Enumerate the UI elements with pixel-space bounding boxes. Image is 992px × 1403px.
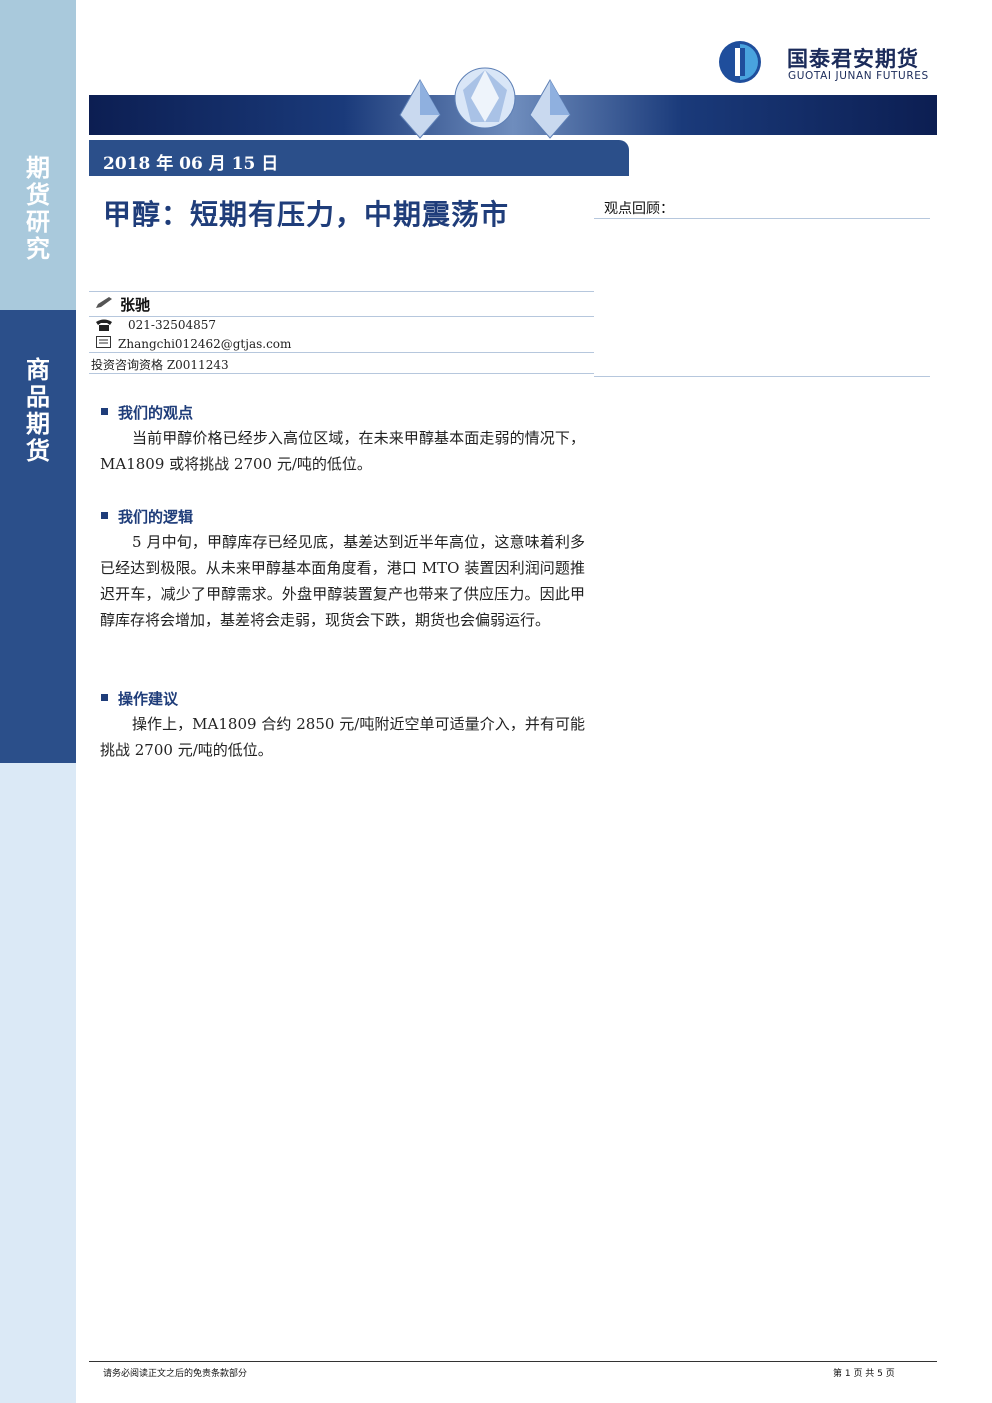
section-heading-logic: 我们的逻辑 [101, 506, 193, 527]
review-divider [594, 218, 930, 219]
logo-text-cn: 国泰君安期货 [787, 47, 919, 71]
sidebar-label-futures-research: 期货研究 [26, 154, 50, 263]
author-phone: 021-32504857 [128, 318, 217, 332]
mail-icon [96, 336, 111, 348]
sidebar-mid-panel [0, 310, 76, 763]
section-text-logic: 5 月中旬，甲醇库存已经见底，基差达到近半年高位，这意味着利多已经达到极限。从未… [100, 533, 585, 629]
author-divider [89, 316, 594, 317]
section-heading-advice: 操作建议 [101, 688, 178, 709]
bullet-square-icon [101, 694, 108, 701]
author-email[interactable]: Zhangchi012462@gtjas.com [118, 337, 292, 351]
report-date: 2018 年 06 月 15 日 [103, 154, 279, 174]
review-bottom-divider [594, 376, 930, 377]
footer-divider [89, 1361, 937, 1362]
author-name: 张驰 [120, 296, 151, 314]
author-bottom-divider [89, 373, 594, 374]
logo-text-en: GUOTAI JUNAN FUTURES [788, 70, 929, 82]
author-qualification: 投资咨询资格 Z0011243 [91, 358, 229, 372]
report-title: 甲醇：短期有压力，中期震荡市 [103, 198, 510, 231]
sidebar-bottom-panel [0, 763, 76, 1403]
gtja-logo-icon [719, 41, 761, 83]
footer-disclaimer: 请务必阅读正文之后的免责条款部分 [103, 1369, 248, 1379]
diamond-icon [399, 67, 571, 139]
review-label: 观点回顾： [604, 201, 674, 217]
sidebar-top-panel [0, 0, 76, 310]
sidebar-label-commodity-futures: 商品期货 [26, 356, 50, 465]
section-text-view: 当前甲醇价格已经步入高位区域，在未来甲醇基本面走弱的情况下，MA1809 或将挑… [100, 429, 585, 473]
footer-page-number: 第 1 页 共 5 页 [833, 1369, 895, 1379]
phone-icon [96, 319, 112, 331]
author-top-divider [89, 291, 594, 292]
section-text-advice: 操作上，MA1809 合约 2850 元/吨附近空单可适量介入，并有可能挑战 2… [100, 715, 585, 759]
date-bar [89, 140, 629, 176]
author-divider-2 [89, 352, 594, 353]
pen-icon [96, 297, 112, 308]
section-heading-view: 我们的观点 [101, 402, 193, 423]
bullet-square-icon [101, 512, 108, 519]
bullet-square-icon [101, 408, 108, 415]
